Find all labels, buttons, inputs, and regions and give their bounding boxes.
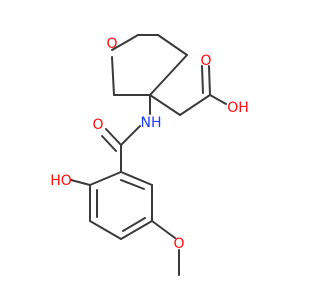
atom-label-acid-hydroxyl: OH <box>227 100 249 116</box>
atom-label-methoxy-oxygen: O <box>173 236 184 252</box>
bond <box>149 94 181 116</box>
bond <box>122 217 146 232</box>
bond <box>111 41 127 51</box>
bond <box>120 179 145 190</box>
bond <box>111 56 115 96</box>
bond <box>179 94 211 116</box>
bond <box>151 220 176 239</box>
molecule-canvas: O O OH NH O HO O <box>50 34 249 276</box>
bond <box>120 220 153 240</box>
structure-diagram: O O OH NH O HO O <box>50 34 249 276</box>
atom-label-amide-nitrogen: NH <box>141 115 162 131</box>
bond <box>157 34 188 56</box>
bond <box>89 220 122 240</box>
bond <box>149 54 188 96</box>
bond <box>89 171 122 186</box>
bond <box>125 34 139 43</box>
atom-label-acid-carbonyl-oxygen: O <box>200 53 211 69</box>
atom-label-ring-oxygen: O <box>106 36 117 52</box>
bond <box>201 65 204 94</box>
bond <box>209 94 227 105</box>
bond <box>120 171 153 186</box>
bond <box>105 128 122 146</box>
bond <box>208 65 211 96</box>
bond <box>101 135 117 152</box>
bond <box>120 125 141 146</box>
bond <box>70 179 91 186</box>
atom-label-phenol-hydroxyl: HO <box>50 173 72 189</box>
atom-label-amide-oxygen: O <box>92 117 103 133</box>
bond-lines <box>70 34 227 276</box>
